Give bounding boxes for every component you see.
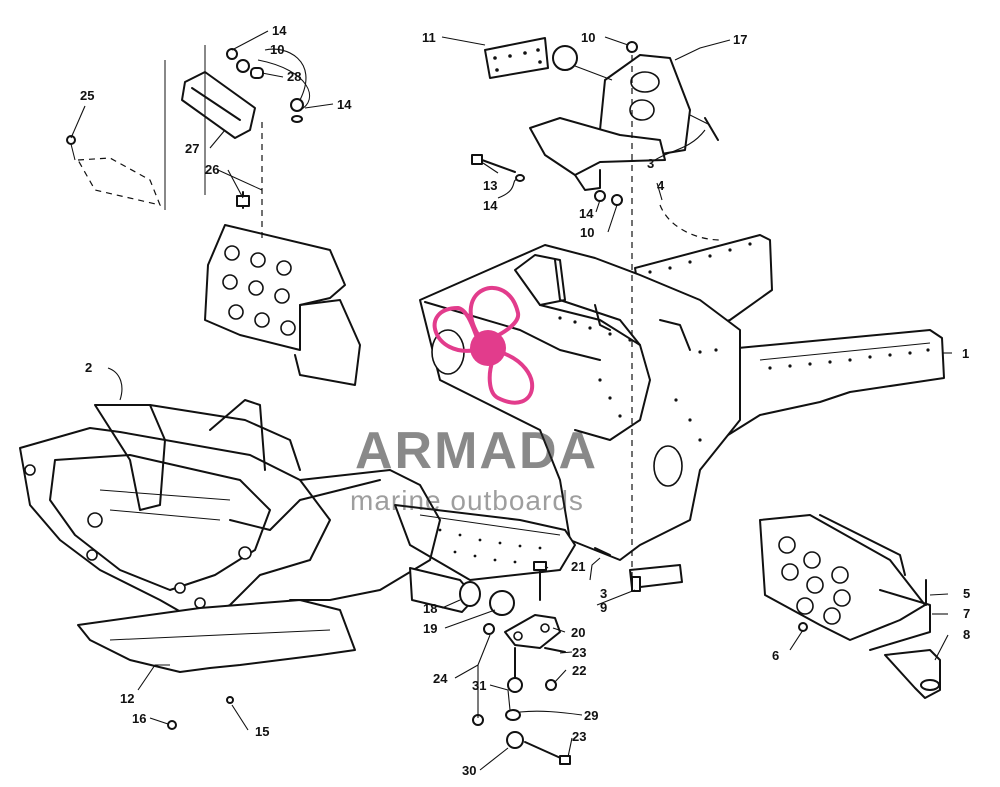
- callout-23-lower: 23: [572, 729, 586, 744]
- rivet-pattern: [558, 242, 930, 442]
- callout-15: 15: [255, 724, 269, 739]
- callout-21: 21: [571, 559, 585, 574]
- callout-6: 6: [772, 648, 779, 663]
- bracket-27: [164, 45, 310, 210]
- callout-10-mid: 10: [580, 225, 594, 240]
- hitch-plate: [759, 514, 941, 699]
- callout-14-mid: 14: [483, 198, 498, 213]
- callout-11: 11: [422, 30, 436, 45]
- rivet-pattern-lower: [438, 528, 542, 565]
- chassis-frame: [394, 234, 945, 592]
- callout-28: 28: [287, 69, 301, 84]
- callout-23-upper: 23: [572, 645, 586, 660]
- leader-lines: [70, 30, 952, 771]
- callout-3-upper: 3: [647, 156, 654, 171]
- callout-20: 20: [571, 625, 585, 640]
- callout-18: 18: [423, 601, 437, 616]
- watermark: ARMADA marine outboards: [350, 285, 598, 516]
- callout-26: 26: [205, 162, 219, 177]
- screw-15: [226, 696, 234, 704]
- callout-27: 27: [185, 141, 199, 156]
- screw-16: [167, 720, 177, 730]
- watermark-subtitle: marine outboards: [350, 485, 584, 516]
- callout-12: 12: [120, 691, 134, 706]
- callout-14-top: 14: [272, 23, 287, 38]
- callout-1: 1: [962, 346, 969, 361]
- front-bulkhead: [19, 399, 441, 621]
- callout-13: 13: [483, 178, 497, 193]
- callout-10-top: 10: [581, 30, 595, 45]
- callout-30: 30: [462, 763, 476, 778]
- callout-14-right: 14: [337, 97, 352, 112]
- callout-16: 16: [132, 711, 146, 726]
- callout-2: 2: [85, 360, 92, 375]
- steering-bracket: [529, 45, 719, 191]
- callout-22: 22: [572, 663, 586, 678]
- callout-10-left: 10: [270, 42, 284, 57]
- callout-31: 31: [472, 678, 486, 693]
- callout-14-lower: 14: [579, 206, 594, 221]
- callout-24: 24: [433, 671, 448, 686]
- plate-11: [484, 37, 549, 79]
- callout-17: 17: [733, 32, 747, 47]
- callout-8: 8: [963, 627, 970, 642]
- propeller-logo-icon: [432, 285, 535, 405]
- callout-5: 5: [963, 586, 970, 601]
- top-mount-plate: [204, 120, 361, 386]
- callout-7: 7: [963, 606, 970, 621]
- callout-9: 9: [600, 600, 607, 615]
- callout-25: 25: [80, 88, 94, 103]
- callout-4: 4: [657, 178, 665, 193]
- plate-25: [66, 135, 161, 206]
- cable-4: [659, 204, 721, 241]
- watermark-title: ARMADA: [355, 422, 598, 480]
- callout-29: 29: [584, 708, 598, 723]
- callout-3-lower: 3: [600, 586, 607, 601]
- callout-19: 19: [423, 621, 437, 636]
- callout-labels: 1 2 3 3 4 5 6 7 8 9 10 10 10 11 12 13 14…: [80, 23, 970, 778]
- skid-plate: [77, 599, 356, 673]
